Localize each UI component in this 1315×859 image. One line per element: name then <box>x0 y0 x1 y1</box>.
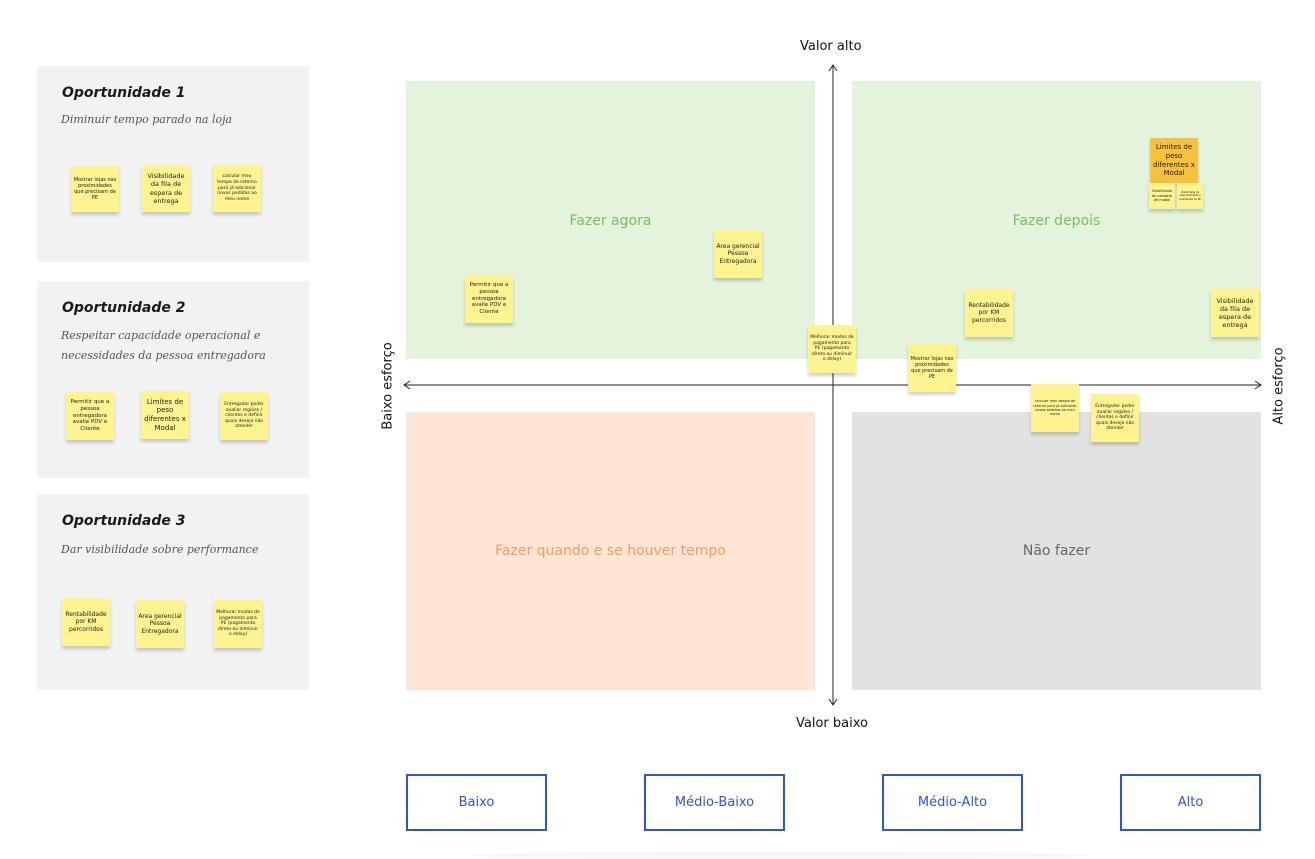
opportunity-card-1: Oportunidade 1 Diminuir tempo parado na … <box>37 66 309 262</box>
sticky-note[interactable]: Entregador poder avaliar regiões / clien… <box>220 392 268 440</box>
sticky-note[interactable]: Rentabilidade por KM percorridos <box>62 598 110 646</box>
sticky-note[interactable]: Melhorar modos de pagamento para PE (pag… <box>214 600 262 648</box>
axis-label-valor-baixo: Valor baixo <box>796 716 868 731</box>
axis-label-baixo-esforco: Baixo esforço <box>380 342 396 430</box>
opportunity-card-3: Oportunidade 3 Dar visibilidade sobre pe… <box>37 494 309 690</box>
level-button-alto[interactable]: Alto <box>1120 774 1261 831</box>
opportunity-title: Oportunidade 1 <box>62 85 186 101</box>
sticky-note[interactable]: Area gerencial Pessoa Entregadora <box>714 230 762 278</box>
sticky-note[interactable]: Mostrar lojas nas proximidades que preci… <box>71 166 119 212</box>
sticky-note[interactable]: Entregador poder avaliar regiões / clien… <box>1091 394 1139 442</box>
sticky-note[interactable]: Mostrar lojas nas proximidades que preci… <box>908 344 956 392</box>
quadrant-label: Fazer quando e se houver tempo <box>495 543 726 559</box>
bottom-shadow <box>470 852 1090 859</box>
opportunity-card-2: Oportunidade 2 Respeitar capacidade oper… <box>37 281 309 478</box>
sticky-note[interactable]: calcular meu tempo de retorno para já ad… <box>1031 384 1079 432</box>
axis-label-valor-alto: Valor alto <box>800 39 862 54</box>
sticky-note[interactable]: Permitir que a pessoa entregadora avalie… <box>66 392 114 440</box>
quadrant-label: Fazer depois <box>1012 213 1101 229</box>
quadrant-fazer-quando-houver-tempo: Fazer quando e se houver tempo <box>406 412 815 690</box>
sticky-note[interactable]: Area gerencial Pessoa Entregadora <box>136 600 184 648</box>
sticky-note[interactable]: Visibilidade da disponibilidade e locali… <box>1177 183 1203 209</box>
level-button-medio-alto[interactable]: Médio-Alto <box>882 774 1023 831</box>
opportunity-description: Diminuir tempo parado na loja <box>61 113 233 126</box>
quadrant-label: Fazer agora <box>569 213 652 229</box>
quadrant-label: Não fazer <box>1022 543 1091 559</box>
quadrant-nao-fazer: Não fazer <box>852 412 1261 690</box>
arrow-up-icon <box>828 64 838 72</box>
opportunity-description: Dar visibilidade sobre performance <box>61 543 259 556</box>
arrow-left-icon <box>403 380 411 390</box>
sticky-note[interactable]: calcular meu tempo de retorno para já ad… <box>213 165 261 212</box>
sticky-note[interactable]: Permitir que a pessoa entregadora avalie… <box>465 275 513 323</box>
sticky-note[interactable]: Melhorar modos de pagamento para PE (pag… <box>808 325 856 373</box>
sticky-note[interactable]: Visibilidade da fila de espera de entreg… <box>1211 289 1259 337</box>
level-button-baixo[interactable]: Baixo <box>406 774 547 831</box>
level-button-medio-baixo[interactable]: Médio-Baixo <box>644 774 785 831</box>
sticky-note[interactable]: Visibilidade de cadastro de modal <box>1149 183 1175 209</box>
opportunity-title: Oportunidade 3 <box>62 513 186 529</box>
sticky-note[interactable]: Rentabilidade por KM percorridos <box>965 289 1013 337</box>
quadrant-fazer-depois: Fazer depois <box>852 81 1261 359</box>
sticky-note-highlighted[interactable]: Limites de peso diferentes x Modal <box>1150 138 1198 183</box>
arrow-down-icon <box>828 698 838 706</box>
sticky-note[interactable]: Limites de peso diferentes x Modal <box>141 391 189 439</box>
opportunity-description: Respeitar capacidade operacional e neces… <box>61 329 266 362</box>
axis-label-alto-esforco: Alto esforço <box>1271 347 1287 425</box>
arrow-right-icon <box>1254 380 1262 390</box>
sticky-note[interactable]: Visibilidade da fila de espera de entreg… <box>142 165 190 212</box>
opportunity-title: Oportunidade 2 <box>62 300 186 316</box>
